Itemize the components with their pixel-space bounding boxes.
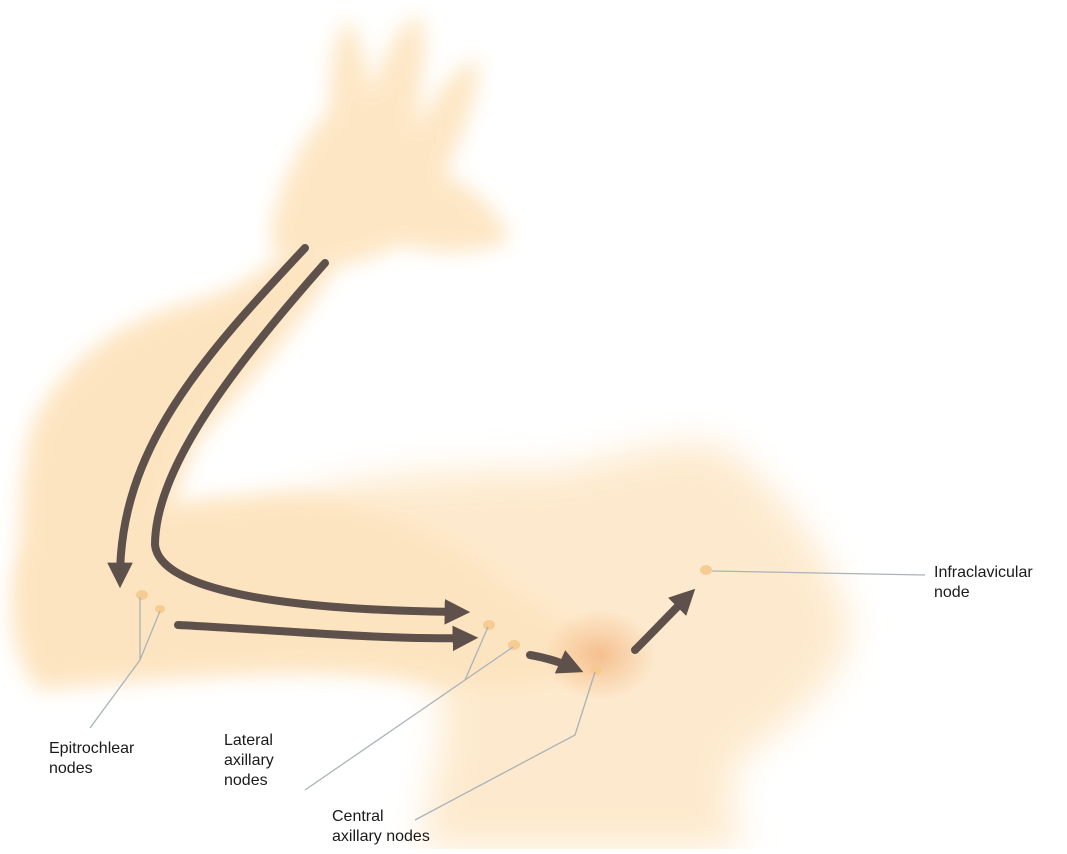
epitrochlear-nodes-label: Epitrochlear nodes xyxy=(49,739,134,779)
infraclavicular-node-label: Infraclavicular node xyxy=(934,563,1033,603)
lateral-axillary-node-1 xyxy=(483,620,495,630)
lateral-axillary-nodes-label: Lateral axillary nodes xyxy=(224,731,274,791)
epitrochlear-node-upper xyxy=(136,590,148,600)
central-axillary-label-line-2: axillary nodes xyxy=(332,827,430,847)
central-axillary-label-line-1: Central xyxy=(332,807,430,827)
infraclavicular-node xyxy=(700,565,712,575)
lateral-axillary-label-line-1: Lateral xyxy=(224,731,274,751)
lateral-axillary-label-line-2: axillary xyxy=(224,751,274,771)
axilla-shadow xyxy=(545,610,655,700)
infraclavicular-label-line-2: node xyxy=(934,583,1033,603)
epitrochlear-label-line-1: Epitrochlear xyxy=(49,739,134,759)
infraclavicular-label-line-1: Infraclavicular xyxy=(934,563,1033,583)
hand-shape xyxy=(270,15,510,266)
lateral-axillary-label-line-3: nodes xyxy=(224,771,274,791)
skin-silhouette xyxy=(12,15,850,849)
central-axillary-node xyxy=(590,665,602,675)
central-axillary-nodes-label: Central axillary nodes xyxy=(332,807,430,847)
epitrochlear-label-line-2: nodes xyxy=(49,759,134,779)
